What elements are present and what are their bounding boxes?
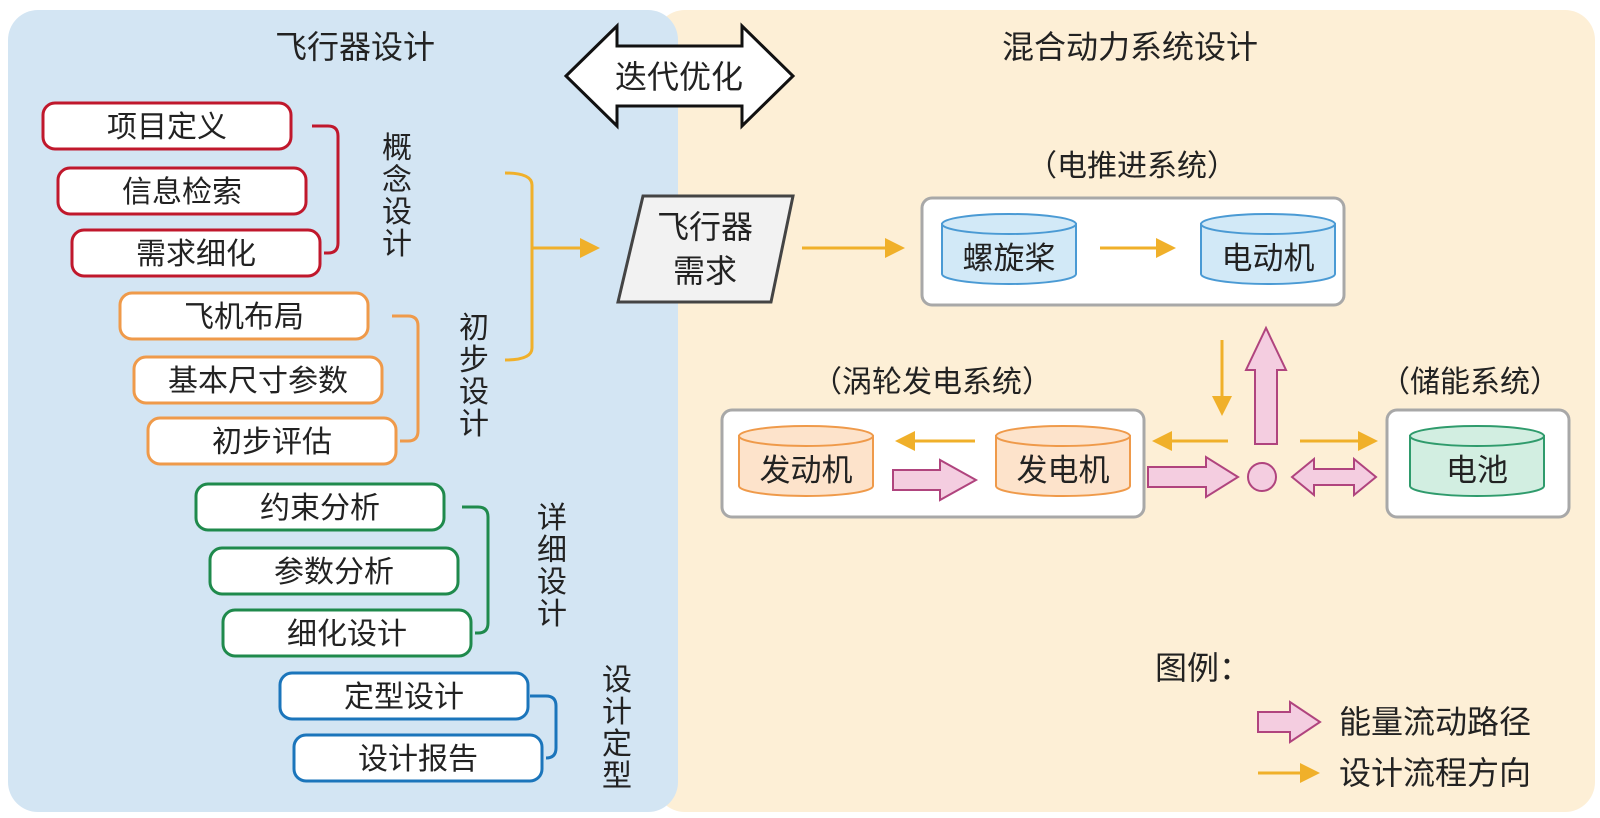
aircraft-requirement-line1: 飞行器 <box>657 208 753 246</box>
step-box <box>56 166 308 216</box>
stage-label-char: 设 <box>537 565 567 600</box>
stage-bracket <box>312 124 340 255</box>
node-battery-bidirectional-arrow <box>1290 456 1378 498</box>
stage-label-char: 念 <box>382 163 412 198</box>
iterate-double-arrow: 迭代优化 <box>563 22 796 130</box>
stage-label-char: 初 <box>459 311 489 346</box>
stage-label-char: 定 <box>602 727 632 762</box>
step-label: 初步评估 <box>212 425 332 460</box>
engine-cylinder: 发动机 <box>738 425 874 497</box>
legend-title: 图例： <box>1155 649 1251 687</box>
legend-energy-flow-label: 能量流动路径 <box>1339 703 1531 741</box>
turbine-system-title: （涡轮发电系统） <box>812 365 1052 400</box>
stage-bracket <box>392 314 420 443</box>
left-panel-title: 飞行器设计 <box>275 28 435 66</box>
stage-label-char: 细 <box>537 533 567 568</box>
stage-label-char: 步 <box>459 343 489 378</box>
requirement-to-electric-arrow <box>802 238 905 258</box>
battery-cylinder: 电池 <box>1409 425 1545 497</box>
stage-bracket <box>462 505 490 635</box>
legend-energy-flow-icon <box>1257 700 1322 744</box>
generator-cylinder: 发电机 <box>995 425 1131 497</box>
generator-to-node-energy-arrow <box>1147 455 1240 499</box>
propeller-motor-arrow <box>1100 238 1176 258</box>
cylinder-label: 螺旋桨 <box>963 241 1056 277</box>
step-label: 项目定义 <box>107 110 227 145</box>
step-label: 需求细化 <box>136 237 256 272</box>
generator-to-engine-design-arrow <box>895 431 975 451</box>
power-bus-node <box>1247 462 1277 492</box>
motor-cylinder: 电动机 <box>1200 213 1336 285</box>
stage-bracket <box>530 694 558 760</box>
legend-design-flow-label: 设计流程方向 <box>1339 754 1531 792</box>
stage-label-char: 计 <box>459 407 489 442</box>
aircraft-requirement-line2: 需求 <box>673 252 737 290</box>
electric-to-node-design-arrow <box>1212 340 1232 416</box>
stage-label-char: 概 <box>382 131 412 166</box>
step-label: 飞机布局 <box>184 300 304 335</box>
step-box <box>278 671 530 721</box>
cylinder-label: 电池 <box>1446 453 1508 489</box>
stage-label-char: 设 <box>459 375 489 410</box>
engine-to-generator-energy-arrow <box>892 458 979 502</box>
step-box <box>70 228 322 278</box>
step-box <box>41 101 293 151</box>
legend-design-flow-icon <box>1258 763 1320 783</box>
storage-system-title: （储能系统） <box>1380 365 1560 400</box>
step-box <box>292 733 544 783</box>
step-label: 参数分析 <box>274 555 394 590</box>
right-panel-title: 混合动力系统设计 <box>1002 28 1258 66</box>
node-to-storage-design-arrow <box>1300 431 1378 451</box>
step-label: 设计报告 <box>358 742 478 777</box>
node-to-generator-design-arrow <box>1152 431 1228 451</box>
step-label: 细化设计 <box>287 617 407 652</box>
combined-bracket <box>504 171 600 362</box>
step-label: 基本尺寸参数 <box>168 364 348 399</box>
stage-label-char: 详 <box>537 501 567 536</box>
step-box <box>132 355 384 405</box>
step-label: 信息检索 <box>122 175 242 210</box>
stage-label-char: 型 <box>602 759 632 794</box>
cylinder-label: 发电机 <box>1017 453 1110 489</box>
stage-label-char: 计 <box>382 227 412 262</box>
design-stages: 项目定义信息检索需求细化概念设计飞机布局基本尺寸参数初步评估初步设计约束分析参数… <box>41 101 632 794</box>
cylinder-label: 发动机 <box>760 453 853 489</box>
legend: 图例： 能量流动路径 设计流程方向 <box>1155 649 1531 792</box>
node-to-motor-energy-arrow <box>1244 325 1288 445</box>
electric-system-title: （电推进系统） <box>1027 149 1237 184</box>
iterate-label: 迭代优化 <box>615 58 743 96</box>
step-box <box>118 291 370 341</box>
step-box <box>194 482 446 532</box>
cylinder-label: 电动机 <box>1222 241 1315 277</box>
stage-label-char: 计 <box>537 597 567 632</box>
stage-label-char: 设 <box>382 195 412 230</box>
step-box <box>221 608 473 658</box>
aircraft-requirement-box: 飞行器 需求 <box>616 194 795 304</box>
step-label: 约束分析 <box>260 491 380 526</box>
step-box <box>146 416 398 466</box>
stage-label-char: 计 <box>602 695 632 730</box>
step-box <box>208 546 460 596</box>
propeller-cylinder: 螺旋桨 <box>941 213 1077 285</box>
stage-label-char: 设 <box>602 663 632 698</box>
step-label: 定型设计 <box>344 680 464 715</box>
